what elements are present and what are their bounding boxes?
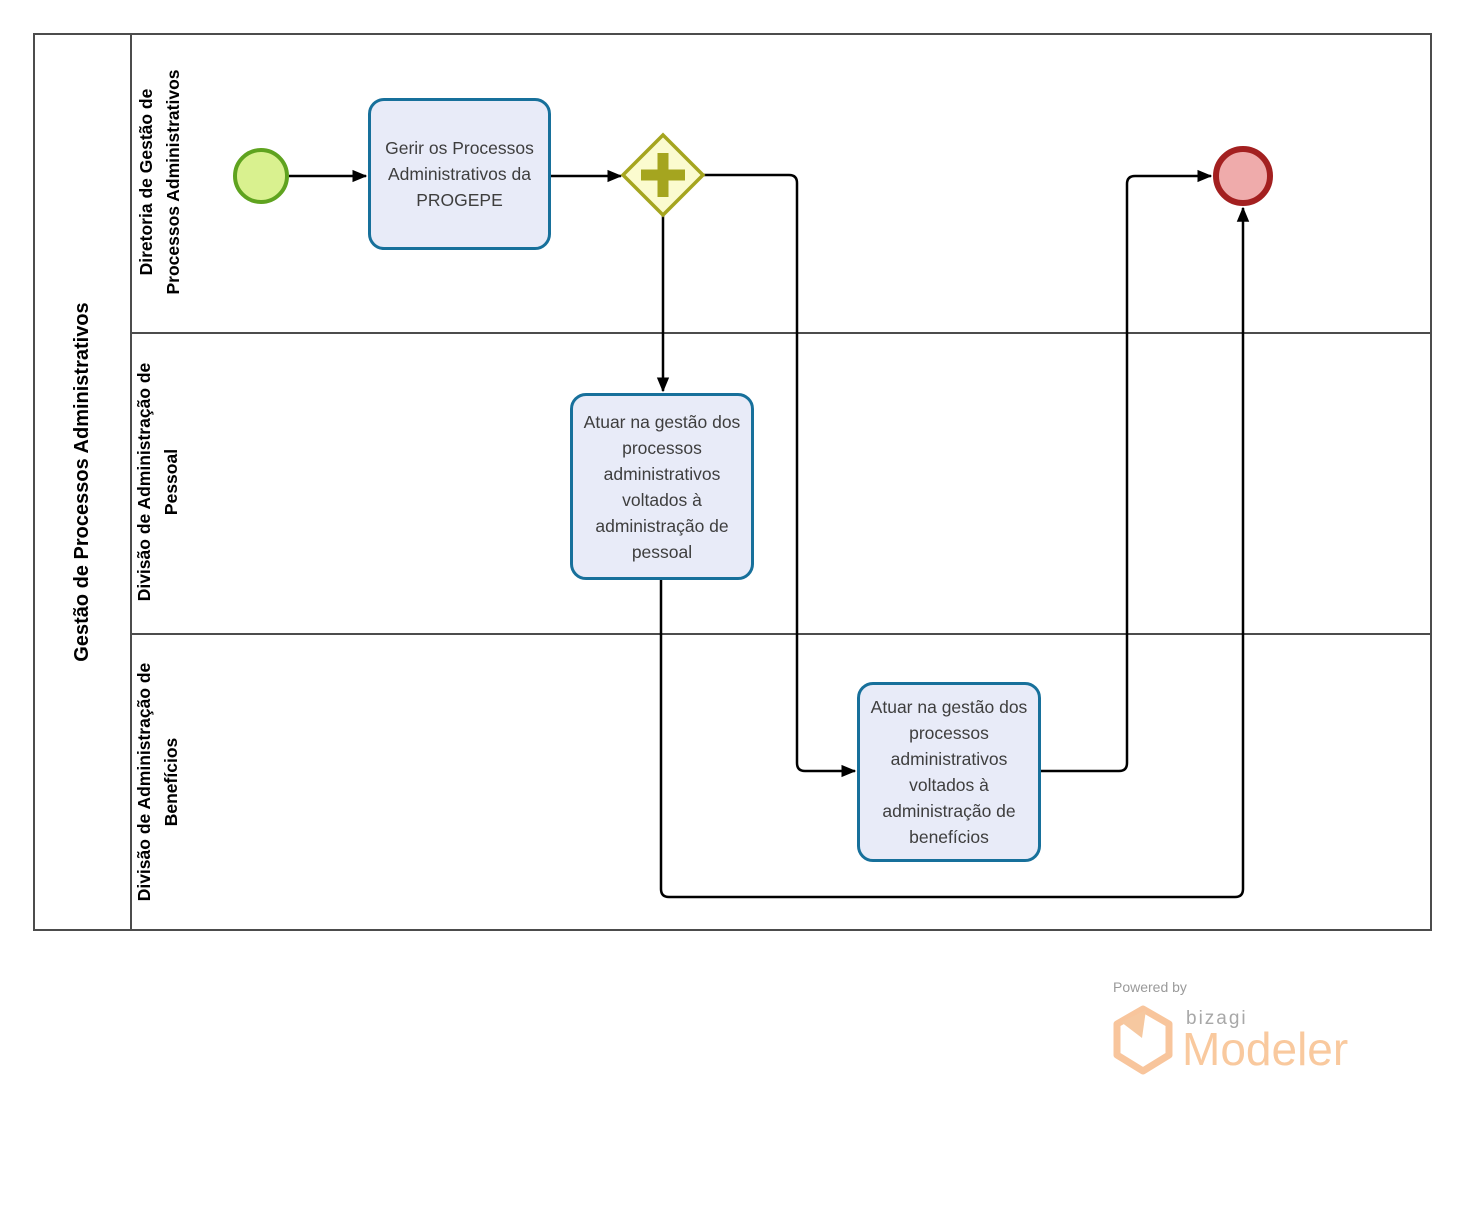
task-beneficios-label: Atuar na gestão dos processos administra…	[870, 697, 1028, 847]
lane-diretoria	[132, 35, 1430, 334]
lane-divisao-pessoal	[132, 334, 1430, 635]
flow-task-beneficios-to-end	[1041, 169, 1213, 773]
task-pessoal-label: Atuar na gestão dos processos administra…	[583, 411, 741, 562]
modeler-wordmark: Modeler	[1182, 1023, 1349, 1075]
plus-icon	[641, 153, 685, 197]
task-gerir-label: Gerir os Processos Administrativos da PR…	[385, 138, 534, 210]
task-gestao-pessoal[interactable]: Atuar na gestão dos processos administra…	[570, 393, 754, 580]
task-gerir-processos[interactable]: Gerir os Processos Administrativos da PR…	[368, 98, 551, 250]
parallel-gateway[interactable]	[620, 132, 706, 218]
powered-by-text: Powered by	[1113, 979, 1187, 995]
pool-header-band	[35, 35, 132, 929]
task-gestao-beneficios[interactable]: Atuar na gestão dos processos administra…	[857, 682, 1041, 862]
bizagi-hexagon-icon	[1110, 1004, 1176, 1083]
flow-task-pessoal-to-end	[659, 206, 1250, 899]
start-event[interactable]	[233, 148, 289, 204]
bizagi-wordmark: bizagi	[1186, 1008, 1248, 1029]
flow-gateway-to-task-beneficios	[703, 173, 857, 778]
end-event[interactable]	[1213, 146, 1273, 206]
